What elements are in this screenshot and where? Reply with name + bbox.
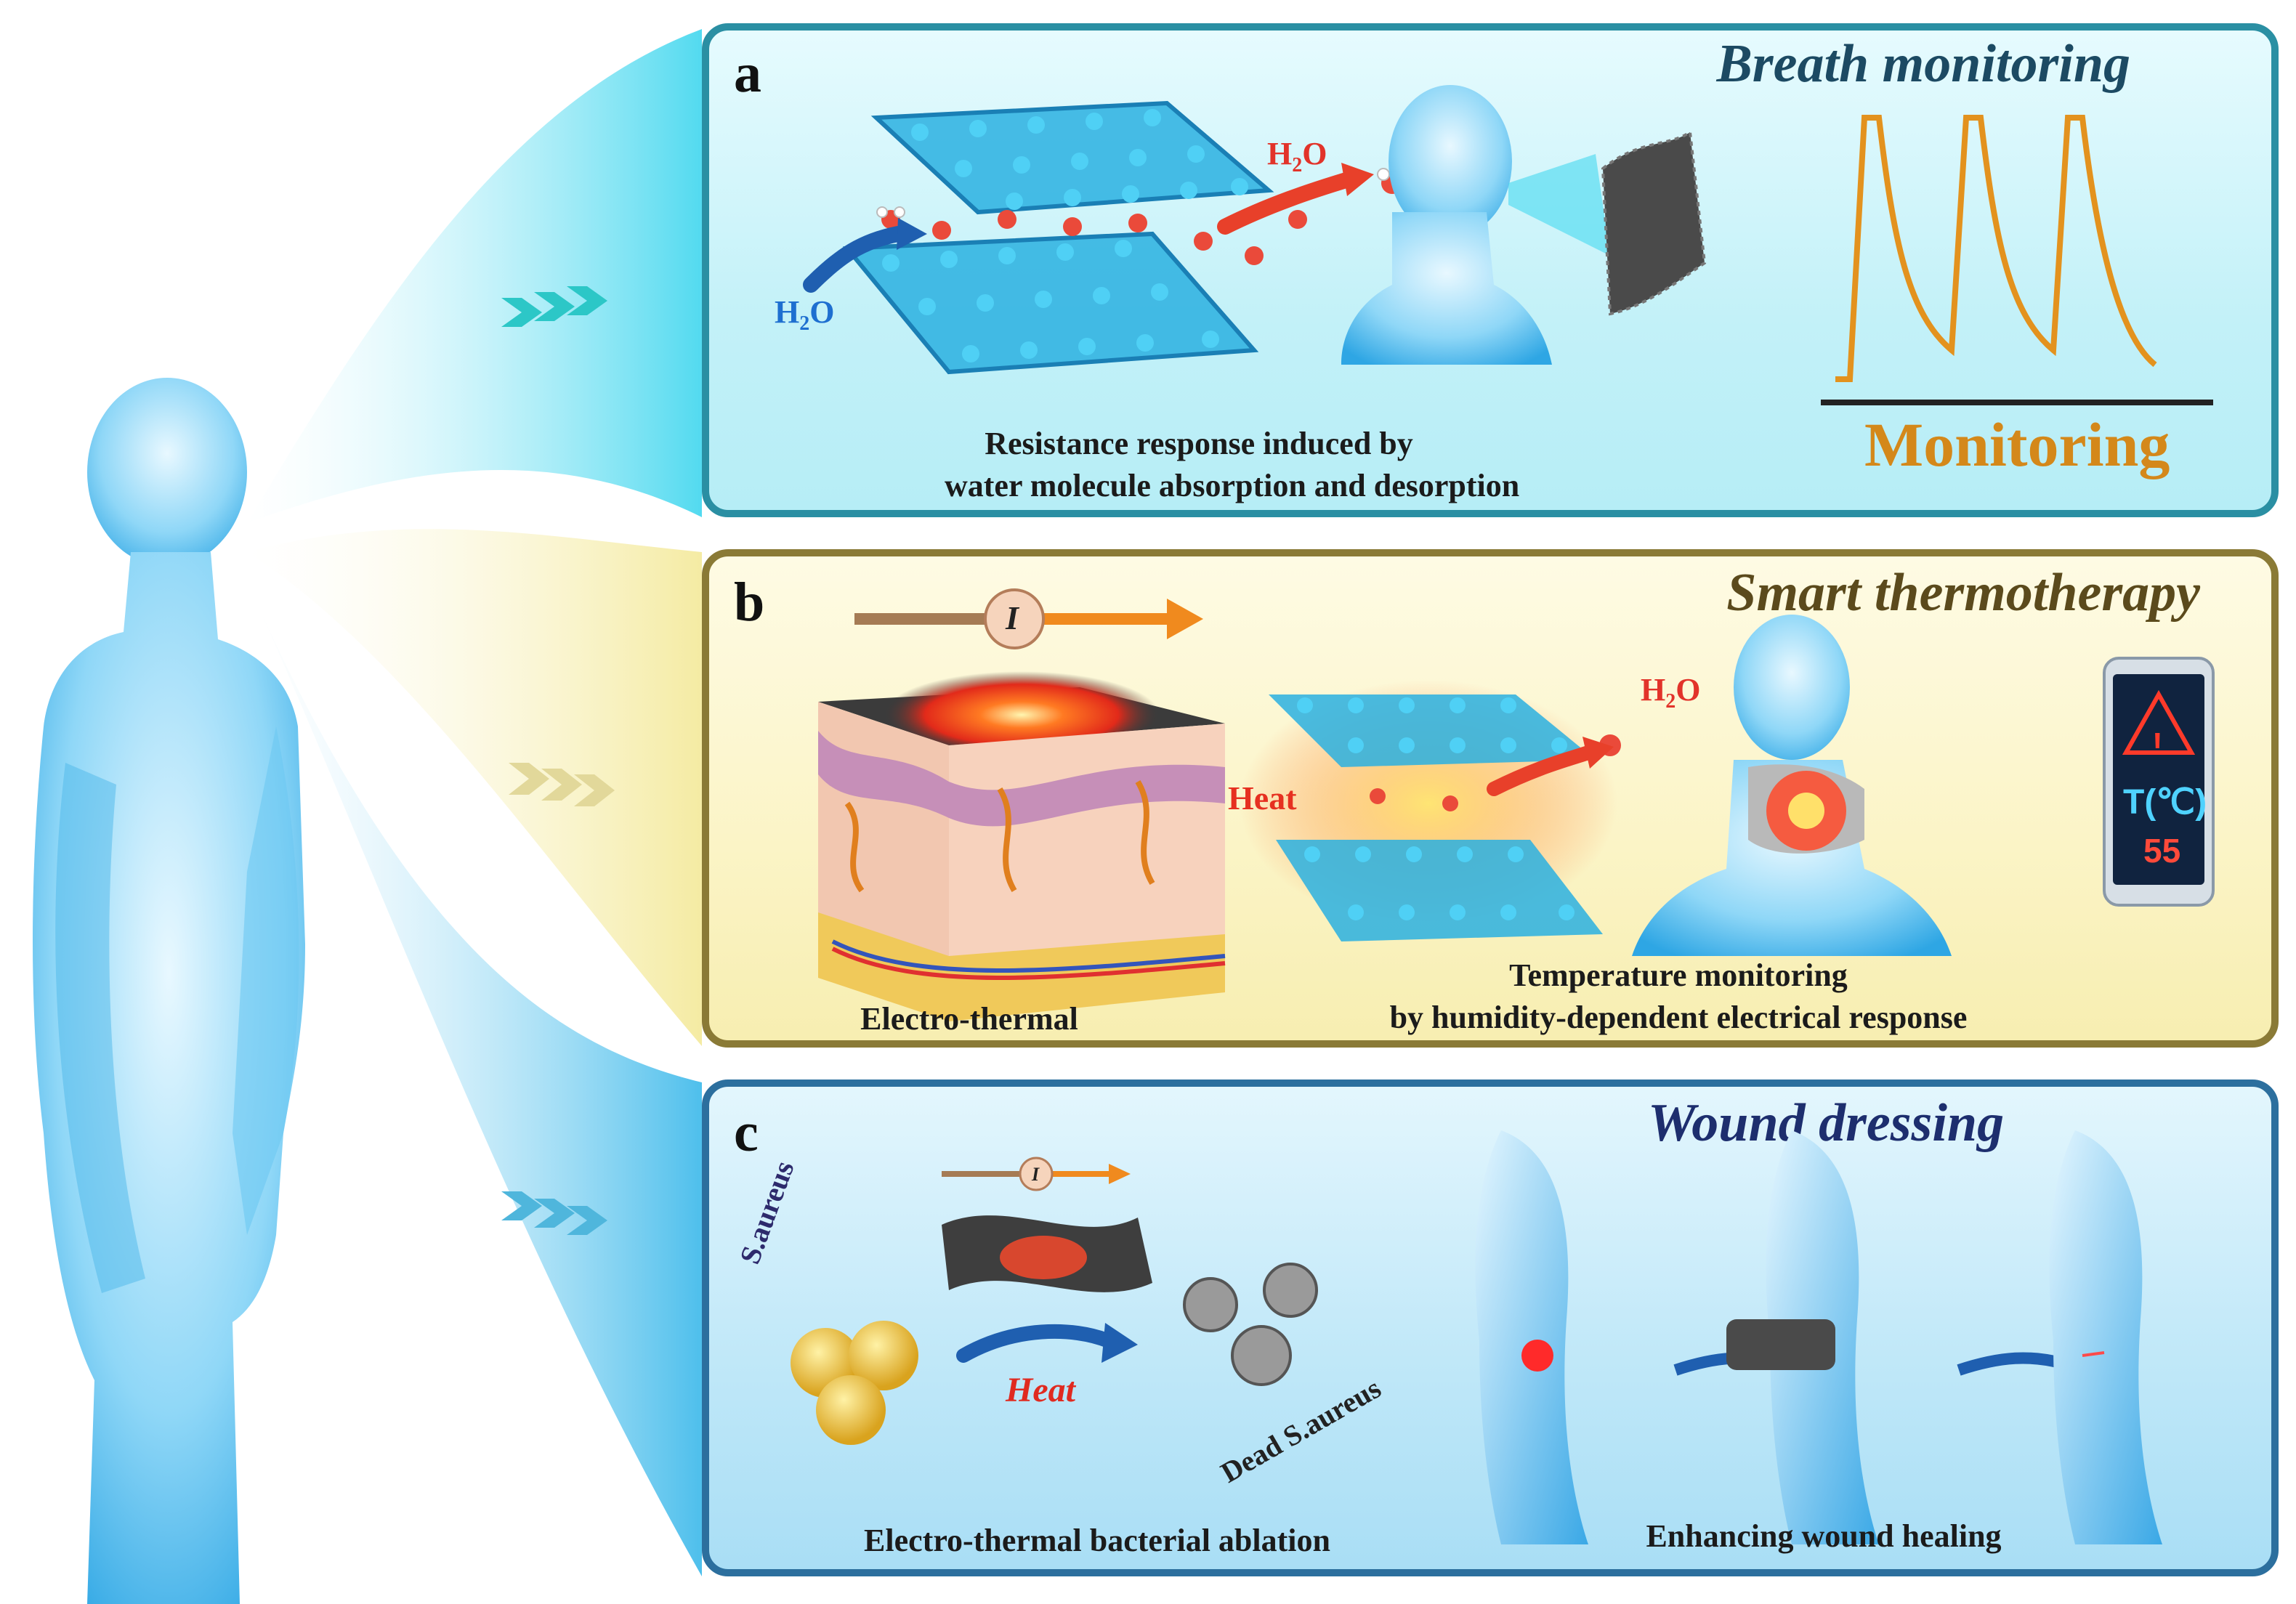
panel-c-current-label: I bbox=[1032, 1164, 1040, 1185]
absorb-arrow bbox=[803, 226, 906, 293]
panel-c-letter: c bbox=[734, 1102, 759, 1163]
panel-c-graphics bbox=[791, 1130, 2162, 1544]
chevrons-c bbox=[501, 1191, 607, 1235]
chevrons-a bbox=[501, 286, 607, 327]
human-figure bbox=[33, 378, 305, 1604]
panel-b-graphics bbox=[818, 588, 2215, 1021]
graphene-sheet-top-b bbox=[1269, 694, 1596, 767]
panel-a-caption: Resistance response induced by water mol… bbox=[945, 426, 1520, 503]
panel-b-title: Smart thermotherapy bbox=[1726, 563, 2200, 623]
phone-device bbox=[2103, 657, 2215, 907]
neck-patient bbox=[1632, 615, 1952, 956]
panel-a-title: Breath monitoring bbox=[1716, 34, 2130, 94]
dead-bacteria bbox=[1183, 1263, 1318, 1386]
panel-b-heat-label: Heat bbox=[1228, 779, 1297, 817]
arm-healed bbox=[2049, 1130, 2162, 1544]
panel-c-title: Wound dressing bbox=[1648, 1093, 2005, 1153]
breath-signal-plot bbox=[1821, 115, 2213, 405]
panel-a-graphics bbox=[803, 85, 2213, 405]
current-arrow bbox=[854, 588, 1203, 649]
panel-c-left-caption: Electro-thermal bacterial ablation bbox=[864, 1523, 1330, 1558]
bacteria-cluster bbox=[791, 1321, 918, 1445]
phone-temp-label: T(℃) bbox=[2123, 783, 2207, 822]
panel-b-h2o-label: H2O bbox=[1641, 672, 1701, 713]
h2o-out-label: H2O bbox=[1267, 136, 1327, 177]
phone-temp-value: 55 bbox=[2143, 832, 2181, 870]
chevrons-b bbox=[509, 763, 615, 806]
arm-wounded bbox=[1475, 1130, 1588, 1544]
breath-stream bbox=[1508, 154, 1610, 256]
connector-beam-a bbox=[247, 29, 702, 523]
h2o-in-label: H2O bbox=[775, 294, 835, 335]
connector-beam-c bbox=[247, 581, 702, 1576]
panel-c-right-caption: Enhancing wound healing bbox=[1646, 1518, 2002, 1554]
breathing-head bbox=[1341, 85, 1552, 365]
alert-icon: ! bbox=[2152, 726, 2163, 762]
panel-b-current-label: I bbox=[1006, 599, 1019, 636]
connector-beam-b bbox=[247, 529, 702, 1046]
panel-b-letter: b bbox=[734, 572, 765, 633]
graphene-sheet-bottom bbox=[842, 231, 1259, 375]
panel-b-caption: Temperature monitoring by humidity-depen… bbox=[1389, 957, 1968, 1035]
sensor-mesh bbox=[1603, 132, 1705, 314]
skin-block bbox=[818, 671, 1226, 1021]
panel-c-heat-label: Heat bbox=[1006, 1371, 1075, 1409]
arm-bandaged bbox=[1726, 1130, 1879, 1544]
graphene-sheet-top bbox=[870, 100, 1274, 215]
monitoring-label: Monitoring bbox=[1864, 410, 2170, 479]
panel-b-left-caption: Electro-thermal bbox=[860, 1001, 1078, 1037]
desorb-arrow bbox=[1217, 171, 1357, 235]
panel-a-letter: a bbox=[734, 43, 761, 104]
graphene-sheet-bottom-b bbox=[1276, 840, 1603, 941]
